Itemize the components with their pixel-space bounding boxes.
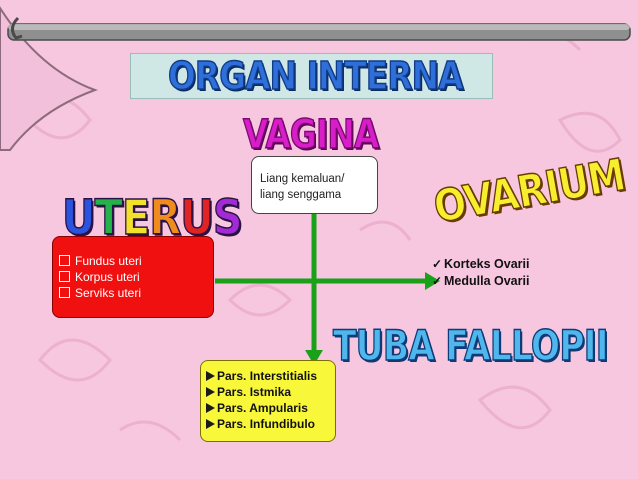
check-icon: ✓ xyxy=(432,257,443,271)
list-item: ✓Medulla Ovarii xyxy=(432,273,529,290)
arrow-right-icon xyxy=(206,387,215,397)
checkbox-square-icon xyxy=(59,255,70,266)
list-item-label: Pars. Infundibulo xyxy=(217,417,315,431)
arrow-right-icon xyxy=(206,419,215,429)
top-hook xyxy=(11,16,23,40)
vagina-heading: VAGINA xyxy=(242,111,380,159)
vagina-line: Liang kemaluan/ xyxy=(260,173,345,185)
list-item-label: Pars. Interstitialis xyxy=(217,369,318,383)
page-title: ORGAN INTERNA xyxy=(167,53,464,99)
list-item-label: Fundus uteri xyxy=(75,254,142,268)
arrow-right-icon xyxy=(206,371,215,381)
vagina-box: Liang kemaluan/ liang senggama xyxy=(251,156,378,214)
list-item: Pars. Istmika xyxy=(206,384,335,400)
arrow-right-icon xyxy=(206,403,215,413)
connector-lines xyxy=(215,225,425,350)
list-item-label: Korpus uteri xyxy=(75,270,140,284)
list-item: Pars. Interstitialis xyxy=(206,368,335,384)
list-item-label: Medulla Ovarii xyxy=(444,274,530,288)
tuba-box: Pars. Interstitialis Pars. Istmika Pars.… xyxy=(200,360,336,442)
vagina-line: liang senggama xyxy=(260,189,342,201)
list-item: Serviks uteri xyxy=(59,285,213,301)
list-item: Fundus uteri xyxy=(59,253,213,269)
checkbox-square-icon xyxy=(59,271,70,282)
tuba-list: Pars. Interstitialis Pars. Istmika Pars.… xyxy=(206,368,335,432)
list-item: Pars. Infundibulo xyxy=(206,416,335,432)
ovarium-list: ✓Korteks Ovarii ✓Medulla Ovarii xyxy=(432,256,529,290)
uterus-box: Fundus uteri Korpus uteri Serviks uteri xyxy=(52,236,214,318)
list-item-label: Pars. Ampularis xyxy=(217,401,308,415)
uterus-list: Fundus uteri Korpus uteri Serviks uteri xyxy=(59,253,213,301)
list-item-label: Pars. Istmika xyxy=(217,385,292,399)
list-item-label: Korteks Ovarii xyxy=(444,257,530,271)
arrow-head-right xyxy=(425,272,440,290)
corner-swoosh xyxy=(0,6,98,151)
list-item: ✓Korteks Ovarii xyxy=(432,256,529,273)
tuba-heading: TUBA FALLOPII xyxy=(332,320,609,371)
title-banner xyxy=(130,53,493,99)
checkbox-square-icon xyxy=(59,287,70,298)
arrow-head-down xyxy=(305,350,323,365)
list-item: Korpus uteri xyxy=(59,269,213,285)
list-item-label: Serviks uteri xyxy=(75,286,142,300)
check-icon: ✓ xyxy=(432,274,443,288)
list-item: Pars. Ampularis xyxy=(206,400,335,416)
